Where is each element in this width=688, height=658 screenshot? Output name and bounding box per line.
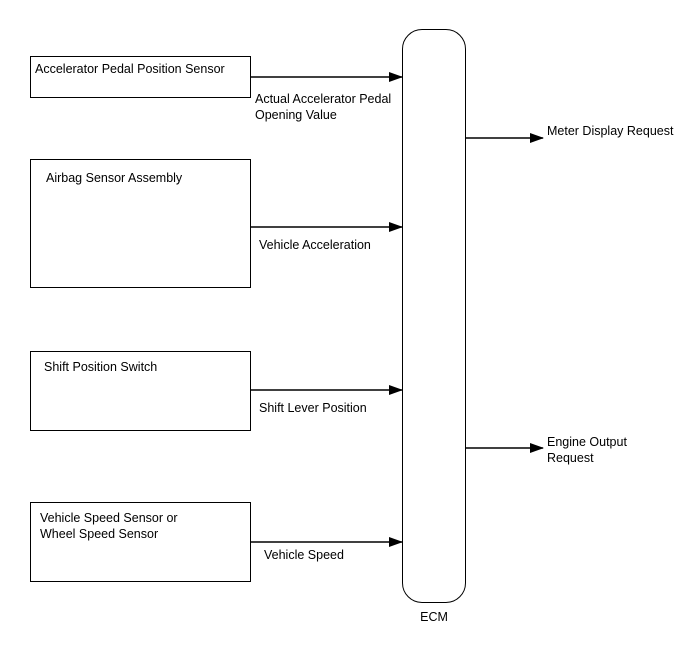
shift-position-switch-label: Shift Position Switch: [44, 360, 158, 374]
ecm-block: [402, 29, 466, 603]
output-label-meter-display-request: Meter Display Request: [547, 124, 674, 138]
airbag-sensor-assembly-label: Airbag Sensor Assembly: [46, 171, 183, 185]
accelerator-pedal-position-sensor-label: Accelerator Pedal Position Sensor: [35, 62, 225, 76]
airbag-sensor-assembly-box: [30, 159, 251, 288]
signal-label-vehicle-acceleration: Vehicle Acceleration: [259, 238, 371, 252]
signal-label-vehicle-speed: Vehicle Speed: [264, 548, 344, 562]
output-label-engine-output-request: Engine Output Request: [547, 435, 627, 465]
ecm-label: ECM: [420, 610, 448, 624]
vehicle-speed-sensor-box: [30, 502, 251, 582]
shift-position-switch-box: [30, 351, 251, 431]
signal-label-accelerator-opening: Actual Accelerator Pedal Opening Value: [255, 92, 392, 122]
signal-label-shift-lever-position: Shift Lever Position: [259, 401, 367, 415]
vehicle-speed-sensor-label: Vehicle Speed Sensor or Wheel Speed Sens…: [40, 511, 178, 541]
accelerator-pedal-position-sensor-box: [30, 56, 251, 98]
